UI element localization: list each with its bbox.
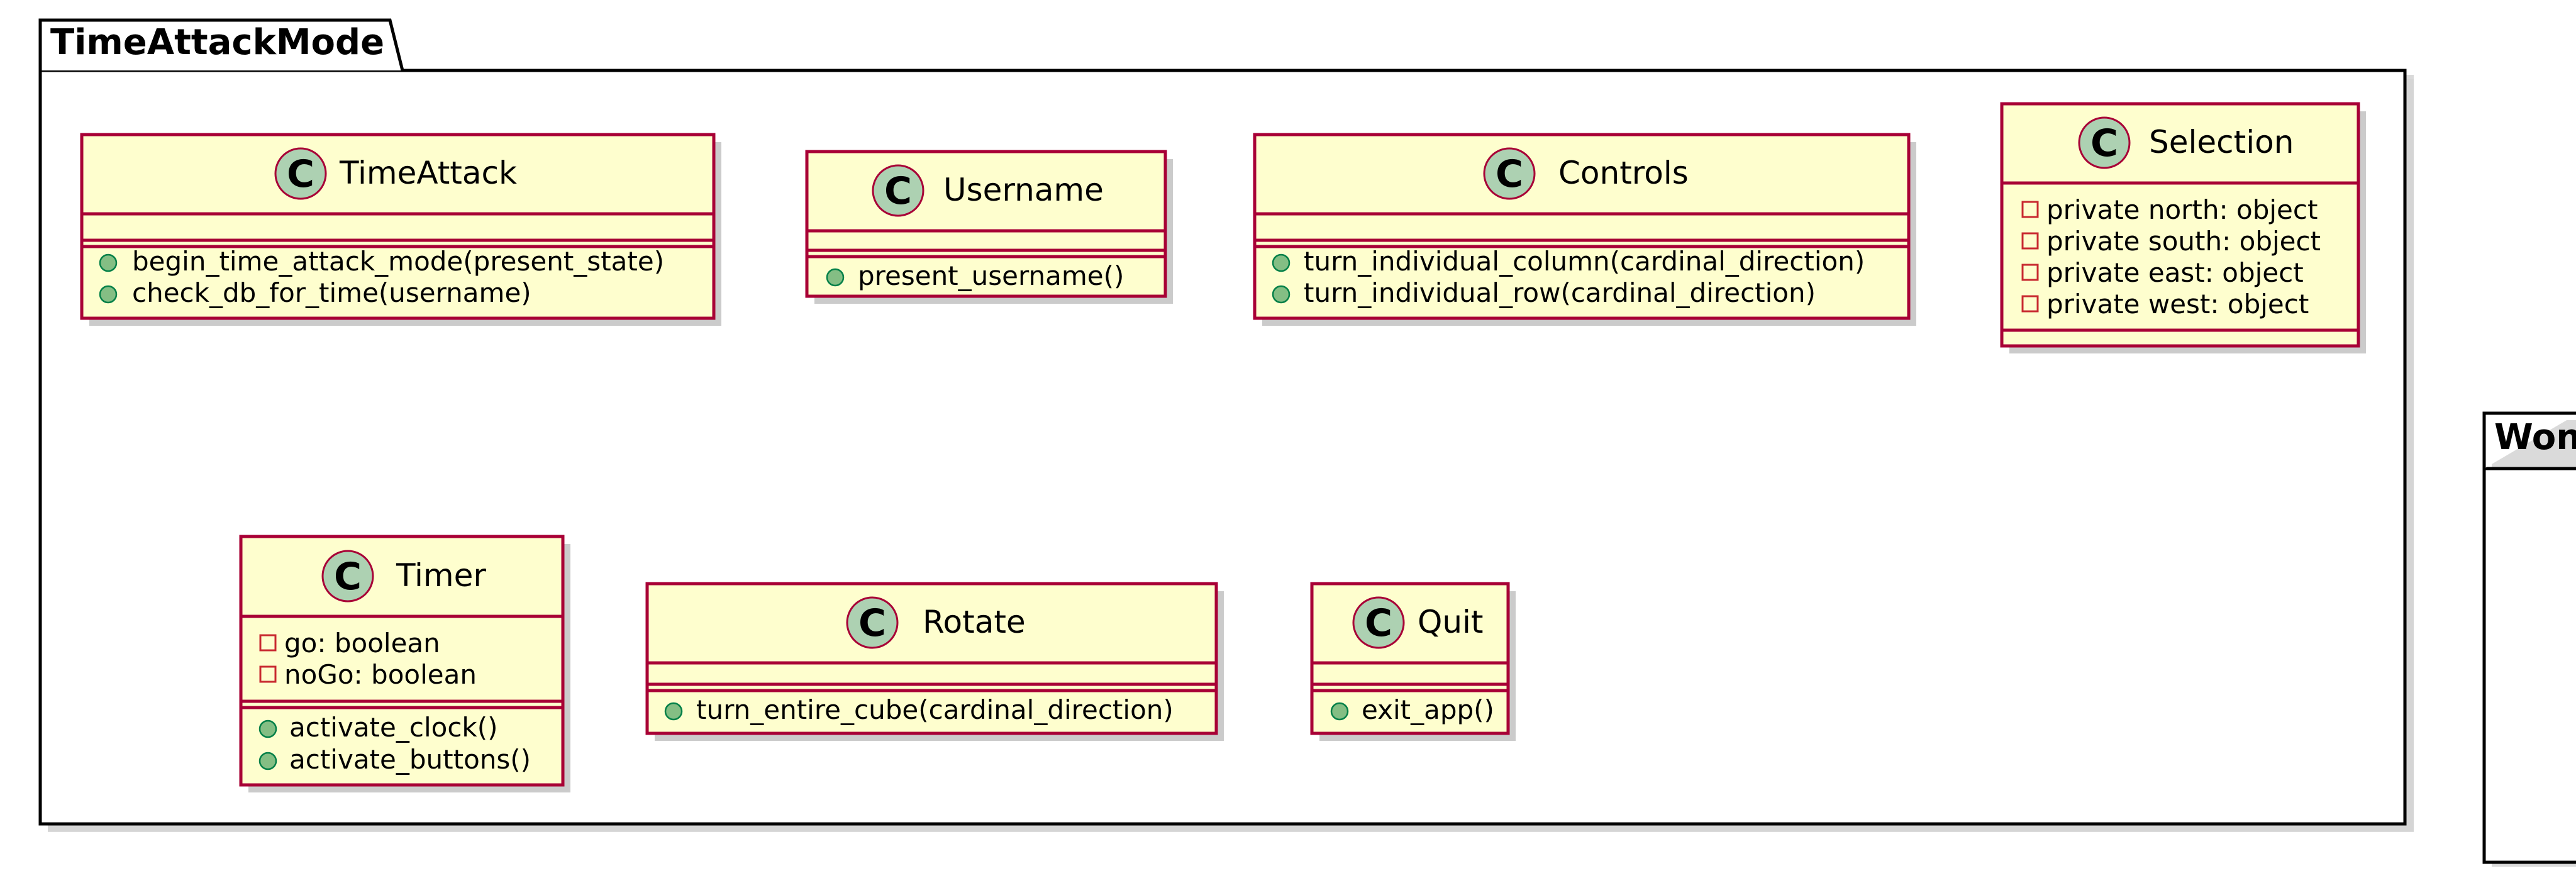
class-stereotype-letter: C [1365, 601, 1392, 645]
private-attribute-icon [259, 634, 277, 652]
attribute-text: go: boolean [284, 628, 440, 658]
package-title: TimeAttackMode [50, 22, 384, 63]
class-stereotype-letter: C [2090, 121, 2118, 165]
class-stereotype-icon [321, 550, 374, 603]
private-attribute-icon [2021, 201, 2039, 218]
class-name: Timer [396, 557, 486, 594]
method-text: begin_time_attack_mode(present_state) [132, 246, 664, 277]
class-timer[interactable]: C Timer go: boolean noGo: boolean activa… [239, 535, 570, 792]
private-attribute-icon [2021, 264, 2039, 281]
class-name: TimeAttack [339, 155, 517, 191]
private-attribute-icon [2021, 295, 2039, 313]
public-method-icon [1272, 253, 1291, 272]
class-stereotype-letter: C [1496, 152, 1523, 196]
class-quit[interactable]: C Quit exit_app() [1310, 582, 1516, 741]
class-stereotype-icon [872, 164, 924, 217]
class-stereotype-letter: C [287, 152, 314, 196]
attribute-text: private west: object [2046, 289, 2309, 320]
class-stereotype-letter: C [858, 601, 886, 645]
public-method-icon [664, 702, 683, 721]
package-tab-partial [2482, 411, 2576, 469]
class-stereotype-letter: C [884, 169, 912, 213]
attribute-text: private east: object [2046, 257, 2304, 288]
class-controls[interactable]: C Controls turn_individual_column(cardin… [1253, 133, 1916, 326]
package-title-partial: Won [2494, 417, 2576, 458]
method-text: turn_individual_row(cardinal_direction) [1304, 277, 1816, 308]
method-text: present_username() [858, 260, 1124, 291]
method-text: turn_individual_column(cardinal_directio… [1304, 246, 1865, 277]
attribute-text: private south: object [2046, 226, 2321, 257]
class-rotate[interactable]: C Rotate turn_entire_cube(cardinal_direc… [645, 582, 1224, 741]
private-attribute-icon [259, 665, 277, 683]
public-method-icon [826, 268, 845, 287]
package-tab [38, 18, 404, 71]
private-attribute-icon [2021, 232, 2039, 250]
attribute-text: private north: object [2046, 194, 2318, 225]
method-text: activate_buttons() [289, 744, 531, 775]
class-stereotype-icon [846, 596, 899, 649]
class-selection[interactable]: C Selection private north: object privat… [2000, 102, 2366, 353]
class-username[interactable]: C Username present_username() [805, 150, 1173, 304]
method-text: exit_app() [1362, 694, 1494, 725]
public-method-icon [1330, 702, 1349, 721]
class-stereotype-icon [274, 147, 327, 200]
public-method-icon [258, 720, 277, 738]
class-timeattack[interactable]: C TimeAttack begin_time_attack_mode(pres… [80, 133, 721, 326]
attribute-text: noGo: boolean [284, 659, 477, 690]
public-method-icon [258, 752, 277, 770]
class-stereotype-letter: C [334, 555, 362, 599]
class-stereotype-icon [1483, 147, 1536, 200]
method-text: activate_clock() [289, 712, 498, 743]
method-text: turn_entire_cube(cardinal_direction) [696, 694, 1174, 725]
class-name: Quit [1418, 604, 1484, 640]
public-method-icon [99, 253, 118, 272]
class-stereotype-icon [2078, 116, 2131, 169]
public-method-icon [1272, 285, 1291, 304]
public-method-icon [99, 285, 118, 304]
class-name: Controls [1558, 155, 1689, 191]
class-name: Username [943, 172, 1104, 208]
class-stereotype-icon [1352, 596, 1405, 649]
method-text: check_db_for_time(username) [132, 277, 531, 308]
package-partial: Won [2482, 411, 2576, 867]
class-name: Rotate [923, 604, 1026, 640]
package-frame-partial [2482, 467, 2576, 864]
class-name: Selection [2149, 124, 2294, 160]
